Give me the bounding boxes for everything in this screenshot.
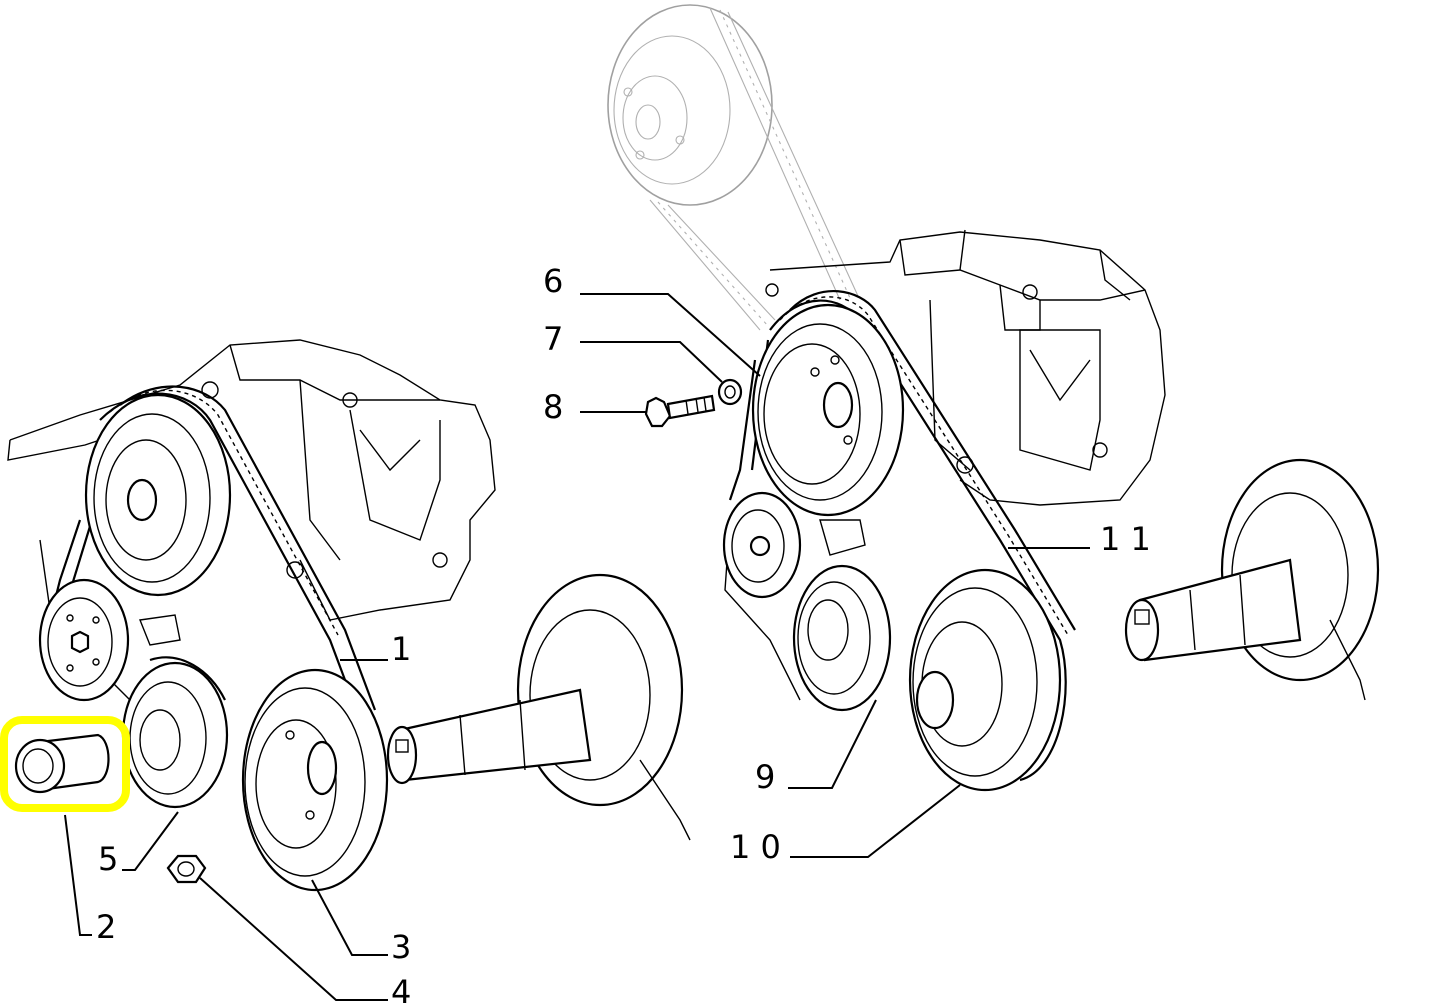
leader-10	[790, 784, 961, 858]
leader-6	[580, 293, 761, 377]
callout-6: 6	[543, 262, 563, 300]
leader-3	[311, 879, 388, 956]
callout-10: 1 0	[730, 828, 781, 866]
bush-part-2[interactable]	[0, 716, 130, 812]
leader-2	[64, 814, 92, 936]
callout-8: 8	[543, 388, 563, 426]
nut-part-4[interactable]	[166, 854, 207, 884]
right-engine-block	[724, 229, 1166, 701]
callout-5: 5	[98, 840, 118, 878]
leader-9	[788, 699, 877, 789]
crank-pulley-3	[241, 668, 389, 892]
belt-1	[53, 385, 377, 721]
callout-7: 7	[543, 320, 563, 358]
crankshaft-left	[386, 573, 691, 841]
callout-3: 3	[391, 928, 411, 966]
callout-labels: 6 7 8 1 2 3 4 5 9 1 0 1 1	[96, 262, 1151, 1005]
leader-lines	[64, 293, 1090, 1001]
callout-2: 2	[96, 908, 116, 946]
tensioner-pulley-right	[722, 491, 802, 599]
crank-pulley-10	[908, 568, 1062, 792]
crankshaft-right	[1124, 458, 1380, 701]
tensioner-pulley-5	[121, 661, 229, 809]
ghost-upper-assembly	[607, 4, 859, 331]
pulley-left-small	[38, 578, 130, 702]
bolt-part-8[interactable]	[644, 394, 716, 428]
leader-7	[580, 341, 723, 383]
belt-11	[728, 289, 1076, 782]
highlight-ring	[0, 716, 130, 812]
idler-pulley-9	[792, 564, 892, 712]
leader-5	[122, 811, 179, 871]
pulley-left-upper	[84, 393, 232, 597]
callout-4: 4	[391, 973, 411, 1005]
callout-1: 1	[391, 630, 411, 668]
washer-part-7[interactable]	[717, 378, 743, 406]
callout-11: 1 1	[1100, 520, 1151, 558]
callout-9: 9	[755, 758, 775, 796]
leader-4	[199, 877, 388, 1001]
pulley-6-assembly	[751, 303, 905, 517]
